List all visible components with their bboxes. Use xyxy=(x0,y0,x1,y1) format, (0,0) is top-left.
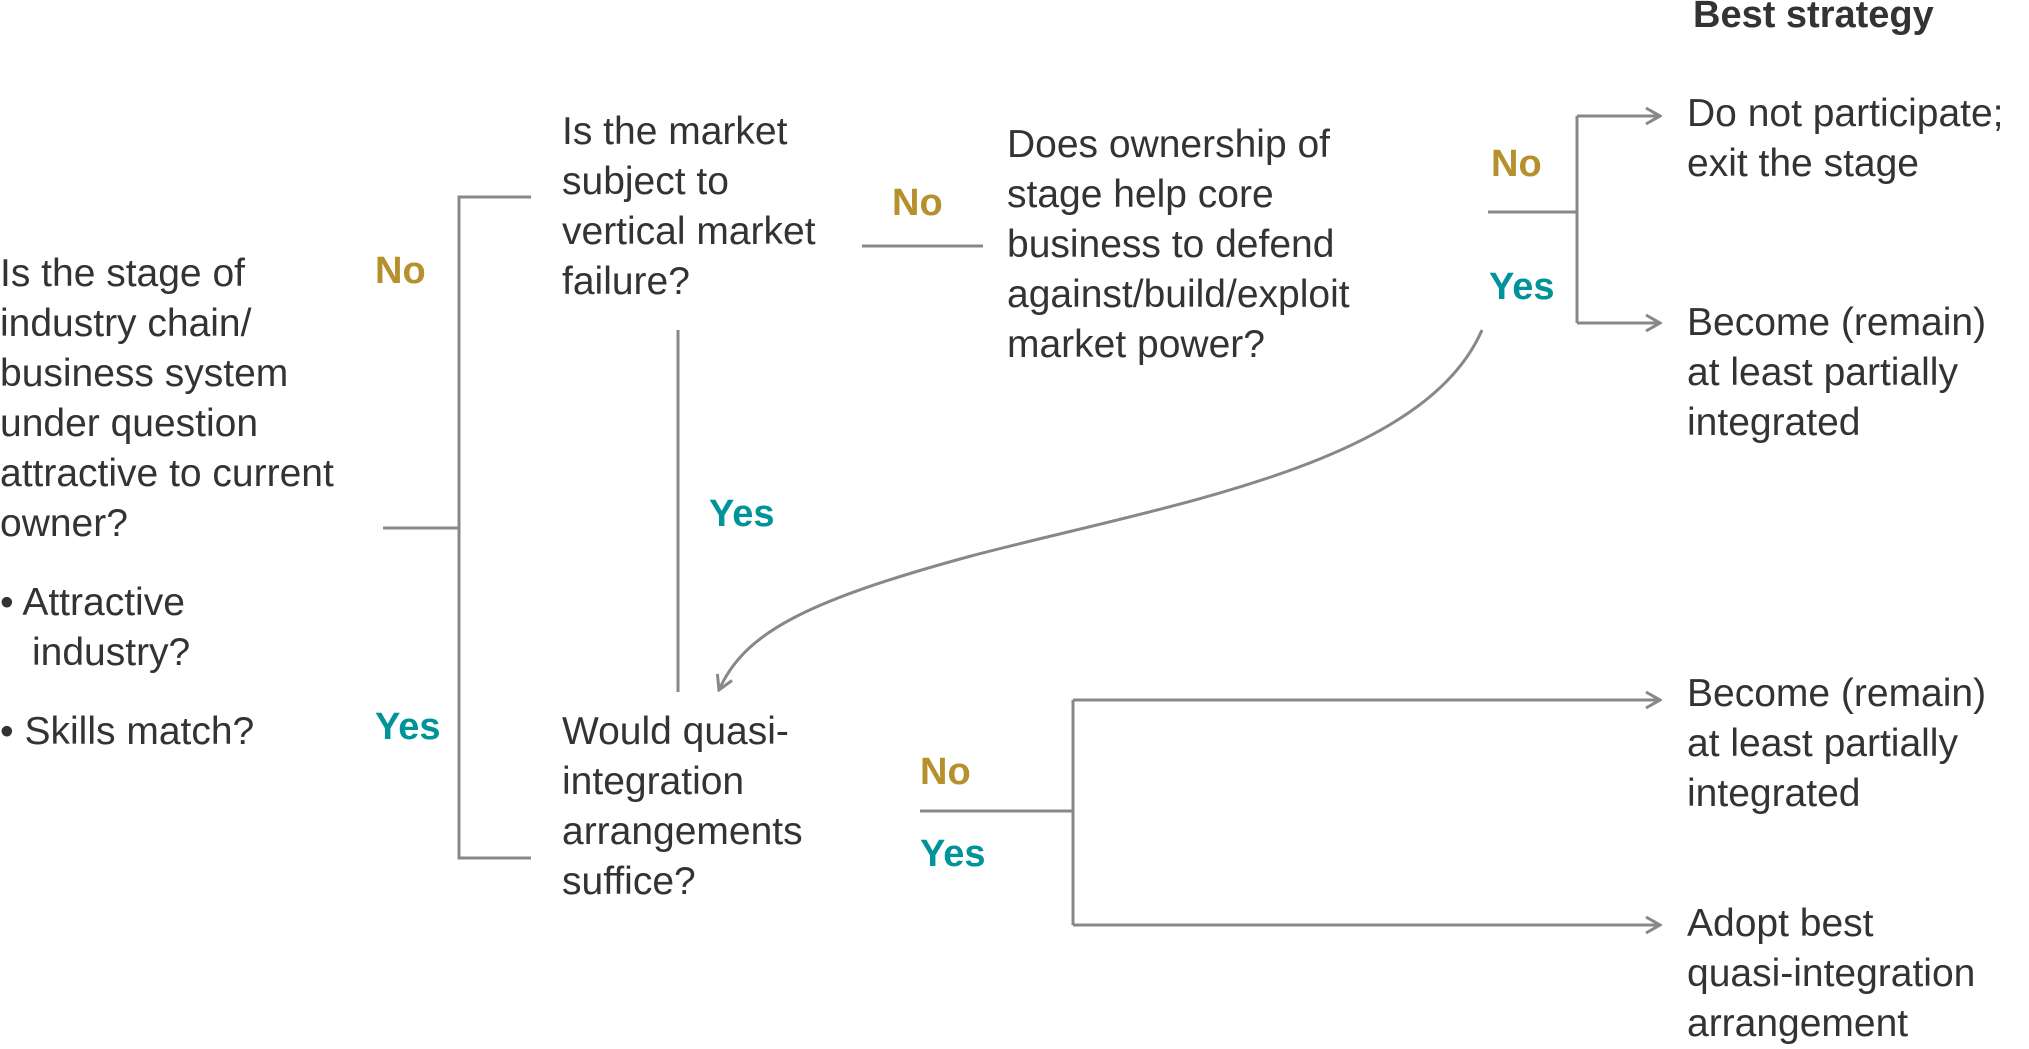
text-line: Become (remain) xyxy=(1687,301,1987,344)
q4-no-label: No xyxy=(920,751,971,793)
q1-no-label: No xyxy=(375,250,426,292)
text-line: Do not participate; xyxy=(1687,92,2004,135)
question-ownership-market-power: Does ownership of stage help core busine… xyxy=(1007,120,1350,370)
outcome-do-not-participate: Do not participate; exit the stage xyxy=(1687,89,2004,189)
text-line: Is the stage of xyxy=(0,252,245,295)
text-line: industry chain/ xyxy=(0,302,252,345)
q3-no-label: No xyxy=(1491,143,1542,185)
text-line: failure? xyxy=(562,260,690,303)
outcome-become-integrated: Become (remain) at least partially integ… xyxy=(1687,298,1986,448)
text-line: integrated xyxy=(1687,772,1861,815)
text-line: business to defend xyxy=(1007,223,1335,266)
question-stage-attractive: Is the stage of industry chain/ business… xyxy=(0,249,334,549)
text-line: vertical market xyxy=(562,210,816,253)
text-line: under question xyxy=(0,402,259,445)
bullet-skills-match: • Skills match? xyxy=(0,710,255,753)
question-vertical-market-failure: Is the market subject to vertical market… xyxy=(562,107,816,307)
text-line: Become (remain) xyxy=(1687,672,1987,715)
outcome-adopt-quasi-integration: Adopt best quasi-integration arrangement xyxy=(1687,899,1975,1049)
q4-bracket xyxy=(920,700,1075,925)
q4-yes-label: Yes xyxy=(920,833,986,875)
outcome-become-integrated-2: Become (remain) at least partially integ… xyxy=(1687,669,1986,819)
text-line: Does ownership of xyxy=(1007,123,1331,166)
text-line: owner? xyxy=(0,502,128,545)
text-line: Would quasi- xyxy=(562,710,789,753)
text-line: market power? xyxy=(1007,323,1265,366)
bullet-attractive-industry: • Attractive industry? xyxy=(0,578,190,678)
question-quasi-integration: Would quasi- integration arrangements su… xyxy=(562,707,803,907)
q1-bracket xyxy=(383,195,531,860)
text-line: at least partially xyxy=(1687,351,1958,394)
q1-yes-label: Yes xyxy=(375,706,441,748)
text-line: at least partially xyxy=(1687,722,1958,765)
text-line: industry? xyxy=(32,631,191,674)
text-line: quasi-integration xyxy=(1687,952,1976,995)
text-line: suffice? xyxy=(562,860,696,903)
text-line: integrated xyxy=(1687,401,1861,444)
text-line: Adopt best xyxy=(1687,902,1874,945)
text-line: arrangements xyxy=(562,810,803,853)
text-line: subject to xyxy=(562,160,729,203)
q2-yes-label: Yes xyxy=(709,493,775,535)
text-line: business system xyxy=(0,352,289,395)
q2-no-label: No xyxy=(892,182,943,224)
text-line: arrangement xyxy=(1687,1002,1909,1045)
text-line: integration xyxy=(562,760,745,803)
text-line: stage help core xyxy=(1007,173,1274,216)
best-strategy-header: Best strategy xyxy=(1693,0,1934,36)
q3-bracket xyxy=(1488,116,1579,323)
text-line: exit the stage xyxy=(1687,142,1919,185)
text-line: Is the market xyxy=(562,110,788,153)
curve-arrow-to-q4 xyxy=(719,329,1484,690)
text-line: attractive to current xyxy=(0,452,334,495)
text-line: • Attractive xyxy=(0,581,185,624)
q3-yes-label: Yes xyxy=(1489,266,1555,308)
text-line: against/build/exploit xyxy=(1007,273,1350,316)
